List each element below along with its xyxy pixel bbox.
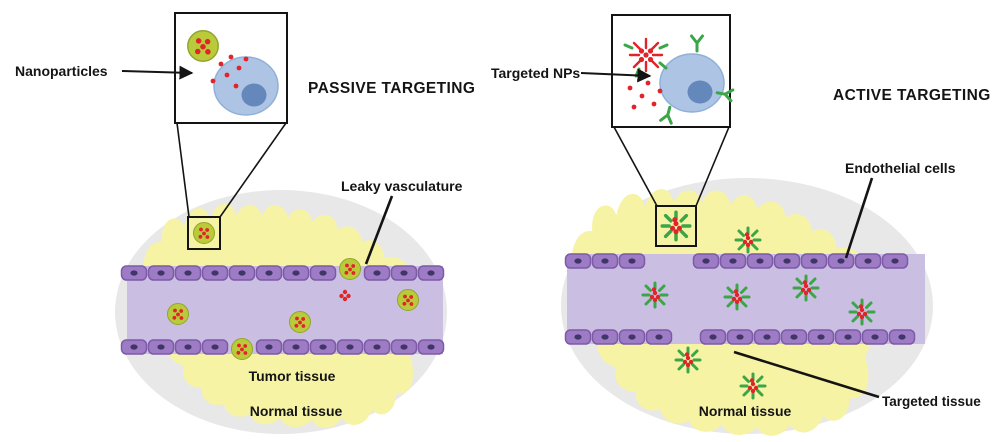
endothelial-cell	[645, 329, 673, 345]
tumor-tissue-label: Tumor tissue	[249, 368, 336, 384]
endothelial-cell	[719, 253, 747, 269]
endothelial-cell	[282, 339, 310, 355]
endothelial-cell	[309, 339, 337, 355]
zoom-connector-line	[219, 122, 287, 218]
endothelial-cell	[827, 253, 855, 269]
endothelial-cell	[699, 329, 727, 345]
cell-icon	[213, 56, 279, 116]
active-endothelial-row-top	[564, 253, 909, 269]
zoom-connector-line	[176, 122, 190, 218]
endothelial-cell	[888, 329, 916, 345]
targeted-np-icon	[660, 210, 692, 242]
nanoparticle-icon	[231, 338, 253, 360]
endothelial-cell	[618, 253, 646, 269]
endothelial-cell	[591, 253, 619, 269]
normal-tissue-label: Normal tissue	[250, 403, 343, 419]
active-zoom-target-box	[655, 205, 697, 247]
endothelial-cell	[120, 265, 148, 281]
leaky-vasculature-line	[364, 195, 394, 265]
endothelial-cell	[692, 253, 720, 269]
endothelial-cell	[174, 339, 202, 355]
targeted-np-icon	[739, 372, 767, 400]
endothelial-cell	[363, 265, 391, 281]
endothelial-cell	[417, 265, 445, 281]
endothelial-cells-line	[844, 177, 874, 259]
endothelial-cell	[417, 339, 445, 355]
endothelial-cell	[861, 329, 889, 345]
endothelial-cell	[834, 329, 862, 345]
endothelial-cell	[255, 265, 283, 281]
zoom-connector-line	[613, 126, 658, 207]
nanoparticle-icon	[339, 258, 361, 280]
cell-icon	[659, 53, 725, 113]
normal-tissue-label: Normal tissue	[699, 403, 792, 419]
endothelial-cell	[854, 253, 882, 269]
targeted-np-icon	[641, 281, 669, 309]
endothelial-cell	[726, 329, 754, 345]
endothelial-cell	[800, 253, 828, 269]
endothelial-cell	[390, 339, 418, 355]
endothelial-cell	[564, 329, 592, 345]
endothelial-cell	[564, 253, 592, 269]
endothelial-cell	[201, 265, 229, 281]
endothelial-cell	[309, 265, 337, 281]
endothelial-cell	[282, 265, 310, 281]
endothelial-cell	[753, 329, 781, 345]
free-drug-dots	[210, 54, 249, 89]
nanoparticles-arrow	[121, 65, 194, 80]
active-panel: Targeted NPs ACTIVE TARGETING Endothelia…	[491, 14, 991, 436]
endothelial-cell	[773, 253, 801, 269]
nanoparticle-icon	[193, 222, 215, 244]
endothelial-cell	[881, 253, 909, 269]
endothelial-cell	[147, 339, 175, 355]
endothelial-cell	[201, 339, 229, 355]
targeted-np-icon	[848, 298, 876, 326]
nanoparticle-icon	[289, 311, 311, 333]
passive-panel: Nanoparticles PASSIVE TARGETING Leaky va…	[15, 12, 475, 434]
endothelial-cell	[363, 339, 391, 355]
passive-zoom-target-box	[187, 216, 221, 250]
active-title: ACTIVE TARGETING	[833, 87, 991, 104]
nanoparticle-icon	[167, 303, 189, 325]
endothelial-cell	[147, 265, 175, 281]
endothelial-cell	[390, 265, 418, 281]
leaky-vasculature-label: Leaky vasculature	[341, 178, 463, 194]
endothelial-cell	[120, 339, 148, 355]
endothelial-cell	[807, 329, 835, 345]
nanoparticle-icon	[187, 30, 219, 62]
targeted-nps-arrow	[580, 68, 652, 83]
endothelial-cells-label: Endothelial cells	[845, 160, 956, 176]
targeted-np-icon	[792, 274, 820, 302]
endothelial-cell	[174, 265, 202, 281]
endothelial-cell	[336, 339, 364, 355]
targeted-tissue-line	[733, 350, 880, 399]
endothelial-cell	[591, 329, 619, 345]
targeted-nps-label: Targeted NPs	[491, 65, 580, 81]
endothelial-cell	[780, 329, 808, 345]
targeted-np-icon	[734, 226, 762, 254]
zoom-connector-line	[695, 126, 730, 207]
targeted-np-icon	[674, 346, 702, 374]
endothelial-cell	[255, 339, 283, 355]
passive-title: PASSIVE TARGETING	[308, 80, 475, 97]
endothelial-cell	[228, 265, 256, 281]
targeted-tissue-label: Targeted tissue	[882, 394, 981, 409]
endothelial-cell	[746, 253, 774, 269]
nanoparticle-icon	[397, 289, 419, 311]
nanoparticles-label: Nanoparticles	[15, 63, 108, 79]
endothelial-cell	[618, 329, 646, 345]
passive-inset-content	[187, 30, 279, 116]
targeted-np-icon	[723, 283, 751, 311]
active-blood-vessel	[567, 254, 925, 344]
